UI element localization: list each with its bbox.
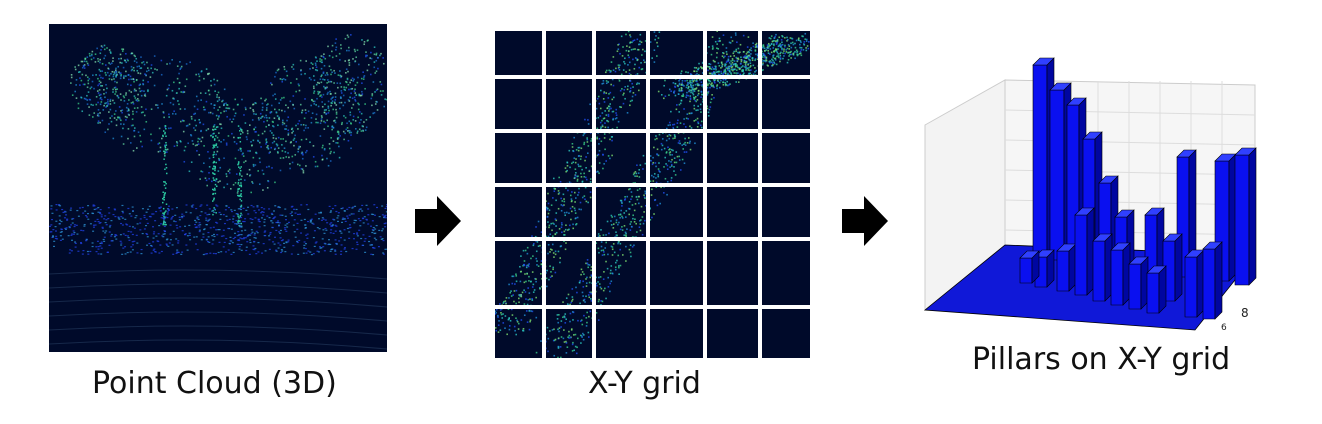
point-cloud-caption: Point Cloud (3D) [92,366,337,401]
xy-grid-image [495,31,810,358]
point-cloud-image [49,24,387,352]
arrow-right-icon [842,196,890,246]
pillars-caption: Pillars on X-Y grid [972,342,1231,377]
point-cloud-panel [49,24,387,352]
pillars [1019,57,1257,320]
grid-lines [495,31,810,358]
xy-grid-panel [495,31,810,358]
pillars-panel: 8 6 [915,55,1260,345]
axis-tick-8: 8 [1241,306,1249,320]
point-cloud-points [49,34,387,350]
point-cloud-background [49,24,387,352]
axis-tick-6: 6 [1221,323,1227,333]
pillars-3d-plot: 8 6 [923,57,1257,333]
xy-grid-caption: X-Y grid [588,366,701,401]
arrow-right-icon [415,196,463,246]
grid-background [495,31,810,358]
